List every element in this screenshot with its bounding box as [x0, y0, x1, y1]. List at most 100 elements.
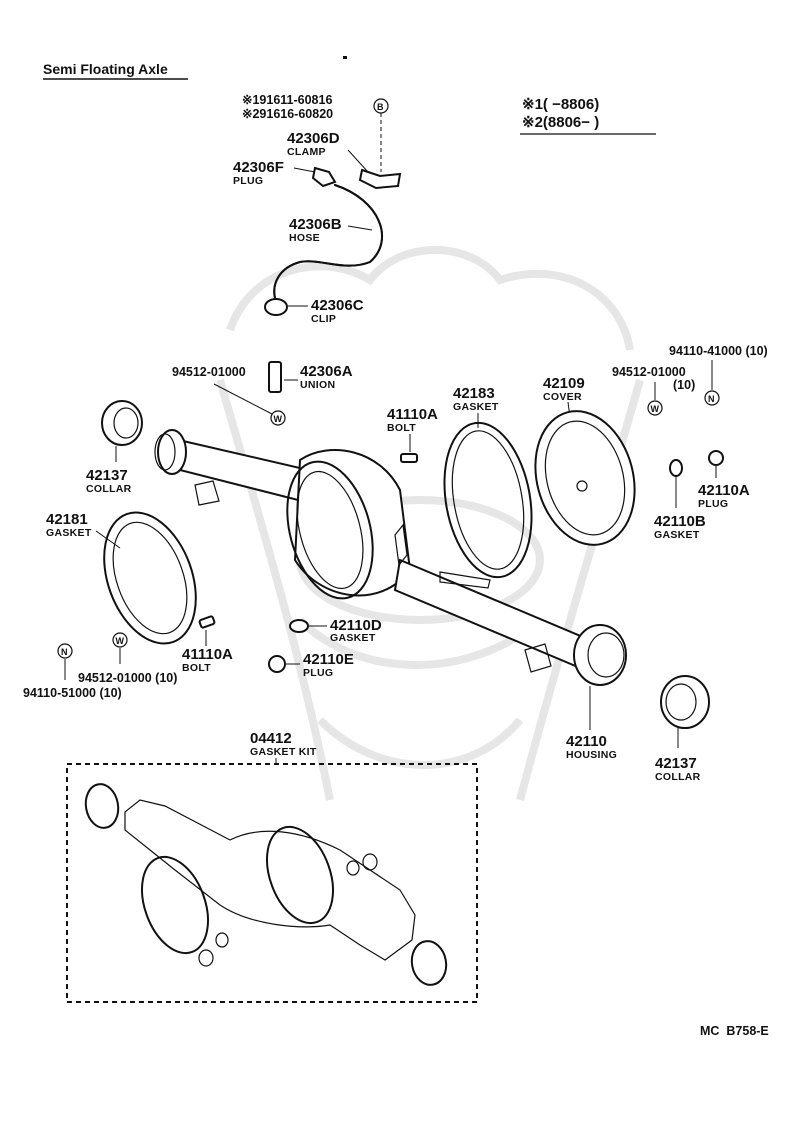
- nut-n-icon: [57, 643, 73, 659]
- part-number: 42137: [655, 755, 697, 772]
- part-name: GASKET: [330, 632, 376, 644]
- part-42110B-gasket: 42110B GASKET: [654, 459, 706, 541]
- small-gasket-icon: [669, 459, 683, 477]
- part-name: PLUG: [303, 667, 333, 679]
- part-41110A-bolt-top: 41110A BOLT: [387, 406, 438, 463]
- part-number: 42110E: [303, 651, 354, 668]
- part-04412-gasket-kit: 04412 GASKET KIT: [66, 730, 478, 1003]
- gasket-kit-housing-outline: [124, 799, 416, 961]
- variant-legend-line2: ※2(8806− ): [522, 114, 599, 131]
- part-number: 41110A: [182, 646, 233, 663]
- diagram-title: Semi Floating Axle: [43, 61, 168, 77]
- part-42137-collar-right: 42137 COLLAR: [655, 675, 710, 783]
- part-name: HOUSING: [566, 749, 617, 761]
- washer-w-icon: [647, 400, 663, 416]
- part-number: 94512-01000: [172, 365, 246, 379]
- b-symbol: B: [377, 102, 384, 112]
- washer-w-icon: [270, 410, 286, 426]
- bolt-icon: [400, 453, 418, 463]
- part-name: GASKET: [453, 401, 499, 413]
- part-42306D-clamp: 42306D CLAMP: [287, 130, 402, 190]
- washer-w-symbol: W: [651, 404, 660, 414]
- top-alternates: ※191611-60816 ※291616-60820 B: [242, 93, 389, 172]
- clamp-icon: [358, 168, 402, 190]
- nut-n-icon: [704, 390, 720, 406]
- clip-icon: [264, 298, 288, 316]
- part-42110-housing: 42110 HOUSING: [566, 686, 617, 761]
- washer-w-symbol: W: [116, 636, 125, 646]
- gasket-ring-icon: [103, 511, 197, 645]
- part-number: 42306B: [289, 216, 342, 233]
- part-name: PLUG: [698, 498, 728, 510]
- part-number: 42306A: [300, 363, 353, 380]
- part-name: GASKET KIT: [250, 746, 317, 758]
- part-42306B-hose: 42306B HOSE: [273, 184, 384, 299]
- collar-icon: [660, 675, 710, 729]
- part-number: 42110B: [654, 513, 706, 530]
- part-name: GASKET: [654, 529, 700, 541]
- part-number: 94512-01000: [612, 365, 686, 379]
- part-42181-gasket: 42181 GASKET: [46, 511, 197, 645]
- part-42306C-clip: 42306C CLIP: [264, 297, 364, 325]
- plug-icon: [708, 450, 724, 466]
- washer-94512-01000-left: 94512-01000 W: [172, 365, 286, 426]
- part-name: UNION: [300, 379, 335, 391]
- part-42306A-union: 42306A UNION: [268, 361, 353, 393]
- part-number: 94110-51000 (10): [23, 686, 122, 700]
- part-name: PLUG: [233, 175, 263, 187]
- part-name: BOLT: [387, 422, 416, 434]
- part-name: COLLAR: [86, 483, 132, 495]
- part-42110-housing-drawing: [154, 429, 627, 686]
- washer-94512-01000-bottom-left: W 94512-01000 (10): [78, 632, 177, 685]
- part-number: 42110: [566, 733, 607, 750]
- part-42110A-plug: 42110A PLUG: [698, 450, 750, 510]
- part-name: CLAMP: [287, 146, 326, 158]
- part-number: 94512-01000 (10): [78, 671, 177, 685]
- part-42306F-plug: 42306F PLUG: [233, 159, 337, 188]
- nut-94110-51000-bottom-left: N 94110-51000 (10): [23, 643, 122, 700]
- nut-n-symbol: N: [708, 394, 715, 404]
- part-name: GASKET: [46, 527, 92, 539]
- plug-icon: [268, 655, 286, 673]
- part-number: 04412: [250, 730, 292, 747]
- part-number: 42306F: [233, 159, 284, 176]
- union-icon: [268, 361, 282, 393]
- top-alternate-line1: ※191611-60816: [242, 93, 332, 107]
- part-number: 42306C: [311, 297, 364, 314]
- diagram-code: MC B758-E: [700, 1024, 769, 1038]
- part-name: COVER: [543, 391, 582, 403]
- part-41110A-bolt-bottom: 41110A BOLT: [182, 615, 233, 674]
- part-number: 42183: [453, 385, 495, 402]
- part-42110D-gasket: 42110D GASKET: [289, 617, 382, 644]
- part-number: 42306D: [287, 130, 340, 147]
- part-42137-collar-left: 42137 COLLAR: [86, 400, 143, 495]
- part-42183-gasket: 42183 GASKET: [443, 385, 533, 579]
- differential-carrier: [293, 449, 412, 597]
- part-number: 42110A: [698, 482, 750, 499]
- part-name: CLIP: [311, 313, 336, 325]
- nut-n-symbol: N: [61, 647, 68, 657]
- part-name: COLLAR: [655, 771, 701, 783]
- washer-w-icon: [112, 632, 128, 648]
- part-42109-cover: 42109 COVER: [534, 375, 636, 546]
- washer-w-symbol: W: [274, 414, 283, 424]
- part-number: 42109: [543, 375, 585, 392]
- cover-icon: [534, 410, 636, 546]
- part-number: 42137: [86, 467, 128, 484]
- nut-94110-41000-right: 94110-41000 (10) N: [669, 344, 768, 406]
- plug-icon: [311, 166, 337, 188]
- top-dot: [343, 56, 347, 59]
- top-alternate-line2: ※291616-60820: [242, 107, 333, 121]
- part-number: 41110A: [387, 406, 438, 423]
- collar-icon: [101, 400, 143, 446]
- gasket-ring-icon: [443, 421, 533, 579]
- part-42110E-plug: 42110E PLUG: [268, 651, 354, 679]
- variant-legend-line1: ※1( −8806): [522, 96, 599, 113]
- part-number: 42181: [46, 511, 88, 528]
- part-number: 42110D: [330, 617, 382, 634]
- variant-legend: ※1( −8806) ※2(8806− ): [520, 96, 656, 135]
- part-qty: (10): [673, 378, 695, 392]
- axle-tube-left: [168, 436, 302, 502]
- bolt-icon: [198, 615, 216, 629]
